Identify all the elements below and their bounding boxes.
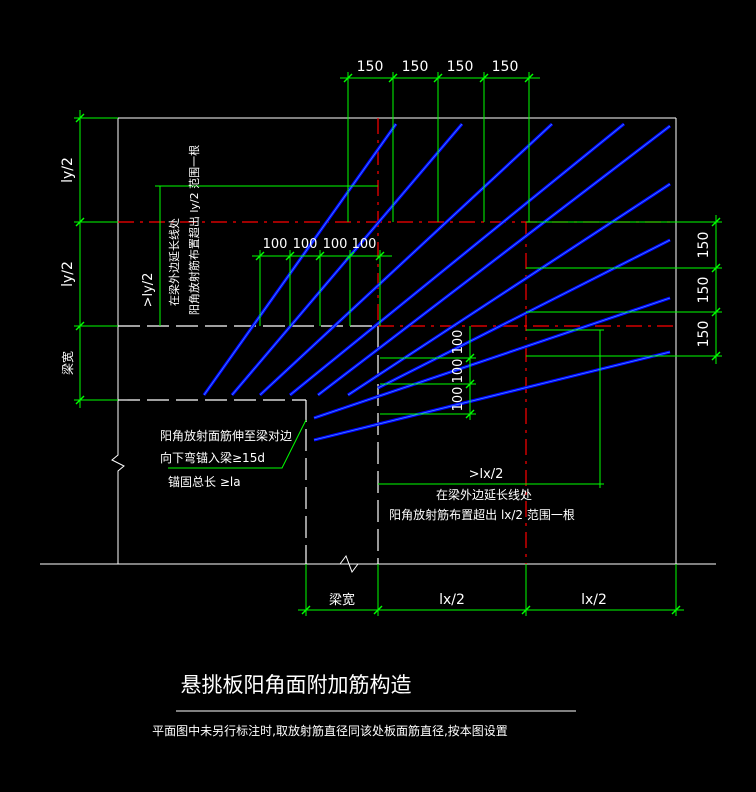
rebar-core-3 [259, 123, 553, 396]
inner-right-dim-3: 100 [451, 387, 466, 412]
rebar-core-5 [317, 125, 671, 396]
bottom-dim-lx-right: lx/2 [581, 592, 607, 608]
dimension-lines [74, 72, 722, 616]
mid-dim-4: 100 [352, 237, 377, 252]
rebar-core-4 [289, 123, 625, 396]
inner-right-dim-1: 100 [451, 330, 466, 355]
rebar-core-1 [203, 123, 397, 396]
left-dim-beam-width: 梁宽 [60, 351, 75, 375]
rebar-core-9 [313, 351, 671, 441]
left-dim-ly-mid: ly/2 [60, 261, 76, 287]
anchor-note-1: 阳角放射面筋伸至梁对边 [160, 428, 292, 443]
bottom-dim-lx-left: lx/2 [439, 592, 465, 608]
horiz-note-1: 在梁外边延长线处 [436, 487, 532, 502]
horiz-note-2: 阳角放射筋布置超出 lx/2 范围一根 [389, 507, 575, 522]
break-marks [111, 118, 359, 574]
inner-right-dim-2: 100 [451, 359, 466, 384]
mid-dim-3: 100 [323, 237, 348, 252]
top-dim-2: 150 [402, 59, 429, 75]
right-dim-3: 150 [696, 321, 712, 348]
rebar-core-7 [377, 239, 671, 389]
bottom-dim-beam-width: 梁宽 [329, 592, 355, 608]
mid-dim-2: 100 [293, 237, 318, 252]
top-dim-1: 150 [357, 59, 384, 75]
rebar-core-8 [313, 297, 671, 419]
anchor-note-3: 锚固总长 ≥la [168, 474, 241, 489]
left-dim-ly-top: ly/2 [60, 157, 76, 183]
horiz-dim-label: >lx/2 [469, 467, 504, 482]
mid-dim-1: 100 [263, 237, 288, 252]
right-dim-2: 150 [696, 277, 712, 304]
page-subtitle: 平面图中未另行标注时,取放射筋直径同该处板面筋直径,按本图设置 [152, 723, 508, 738]
vert-note-1: 阳角放射筋布置超出 ly/2 范围一根 [187, 145, 201, 315]
vert-note-2: 在梁外边延长线处 [167, 218, 181, 306]
right-dim-1: 150 [696, 232, 712, 259]
top-dim-4: 150 [492, 59, 519, 75]
top-dim-3: 150 [447, 59, 474, 75]
anchor-note-2: 向下弯锚入梁≥15d [160, 450, 265, 465]
vert-dim-label: >ly/2 [141, 273, 156, 308]
rebar-core-6 [347, 183, 671, 396]
page-title: 悬挑板阳角面附加筋构造 [181, 673, 412, 697]
dimension-ticks [75, 73, 721, 615]
